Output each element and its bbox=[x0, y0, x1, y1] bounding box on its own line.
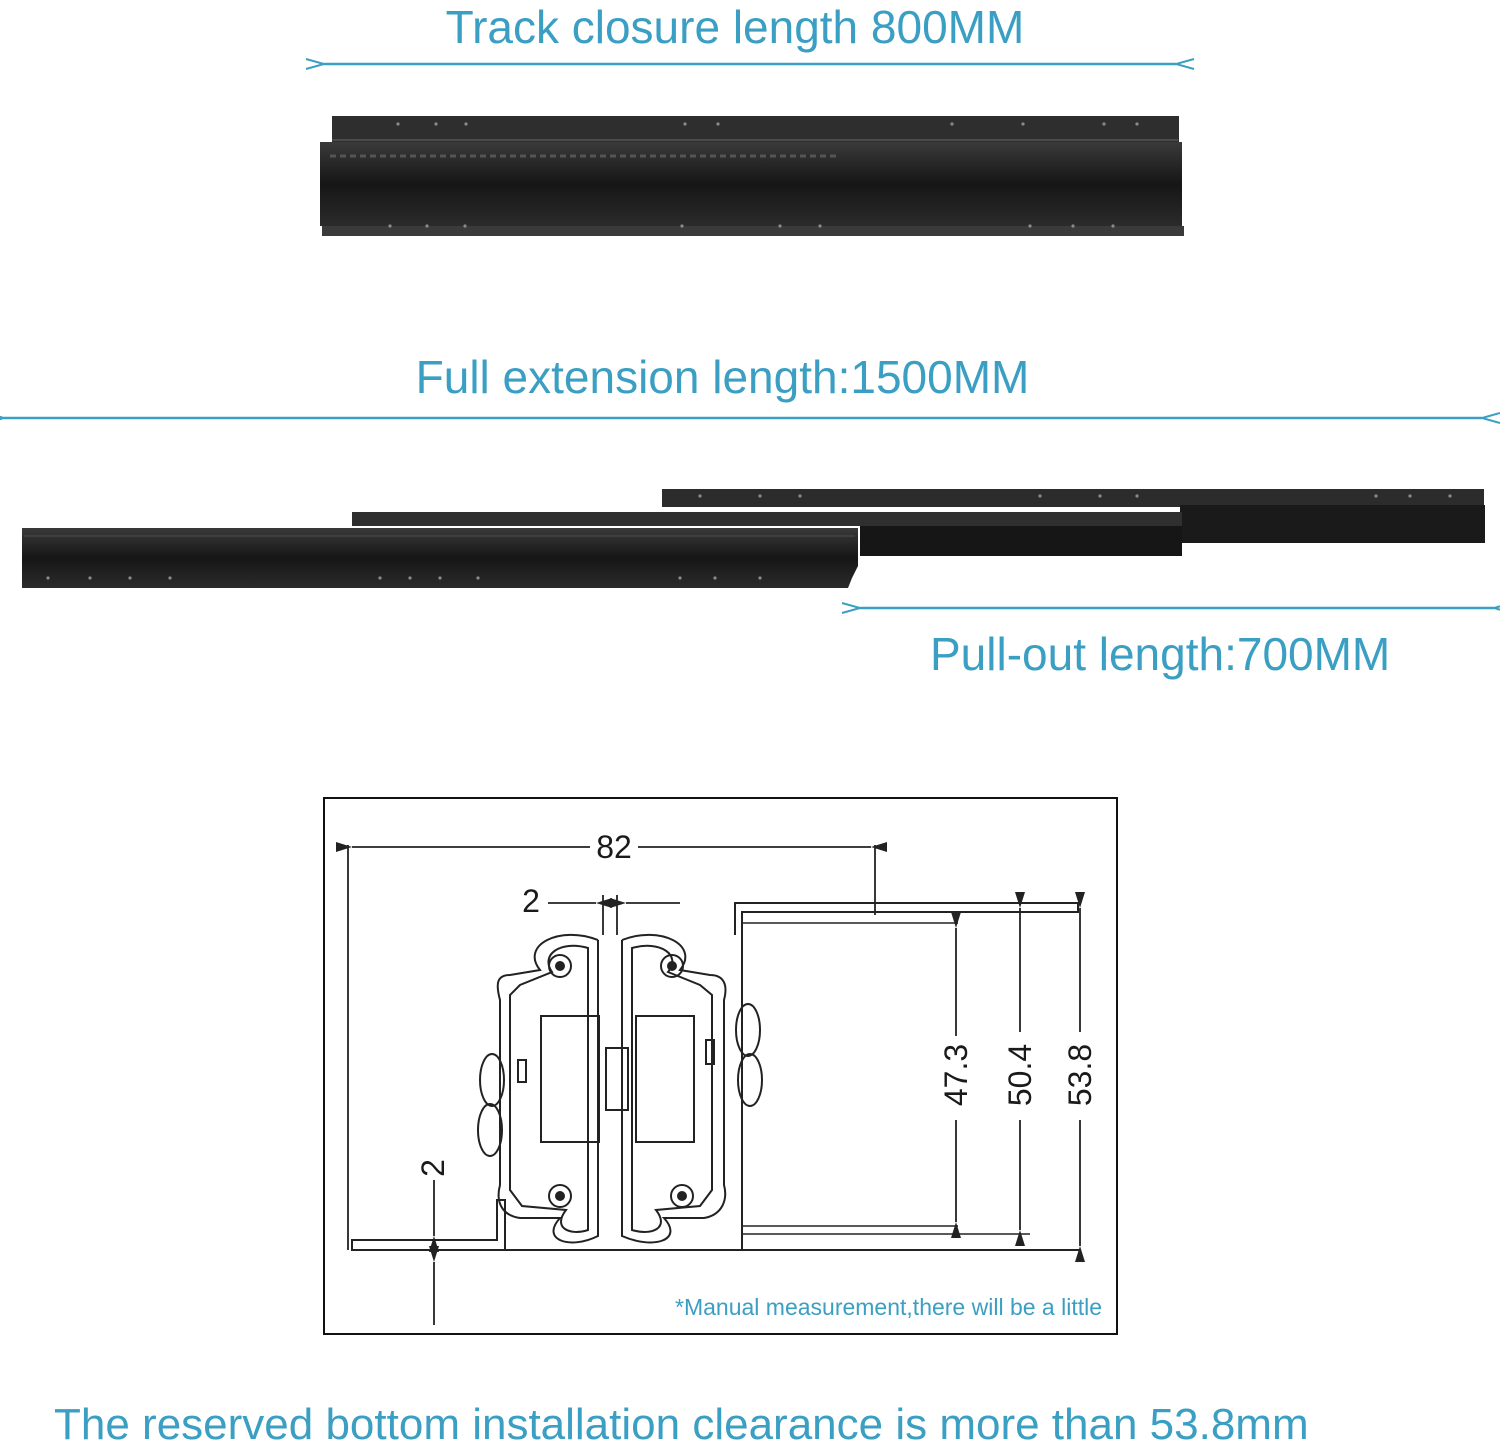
cross-section-drawing: 82 2 bbox=[323, 797, 1118, 1335]
height-47-3-dimension: 47.3 bbox=[938, 1044, 974, 1106]
pull-out-length-label: Pull-out length:700MM bbox=[930, 628, 1391, 680]
height-53-8-dimension: 53.8 bbox=[1062, 1044, 1098, 1106]
measurement-note: *Manual measurement,there will be a litt… bbox=[675, 1294, 1102, 1320]
closure-length-label: Track closure length 800MM bbox=[445, 1, 1025, 53]
width-dimension: 82 bbox=[596, 829, 632, 865]
height-50-4-dimension: 50.4 bbox=[1002, 1044, 1038, 1106]
gap-dimension: 2 bbox=[522, 883, 540, 919]
drawing-frame bbox=[323, 797, 1118, 1335]
full-extension-length-label: Full extension length:1500MM bbox=[415, 351, 1030, 403]
bottom-gap-dimension: 2 bbox=[415, 1159, 451, 1177]
extended-rail-image bbox=[22, 489, 1485, 588]
clearance-note: The reserved bottom installation clearan… bbox=[54, 1400, 1309, 1449]
closed-rail-image bbox=[320, 116, 1184, 236]
